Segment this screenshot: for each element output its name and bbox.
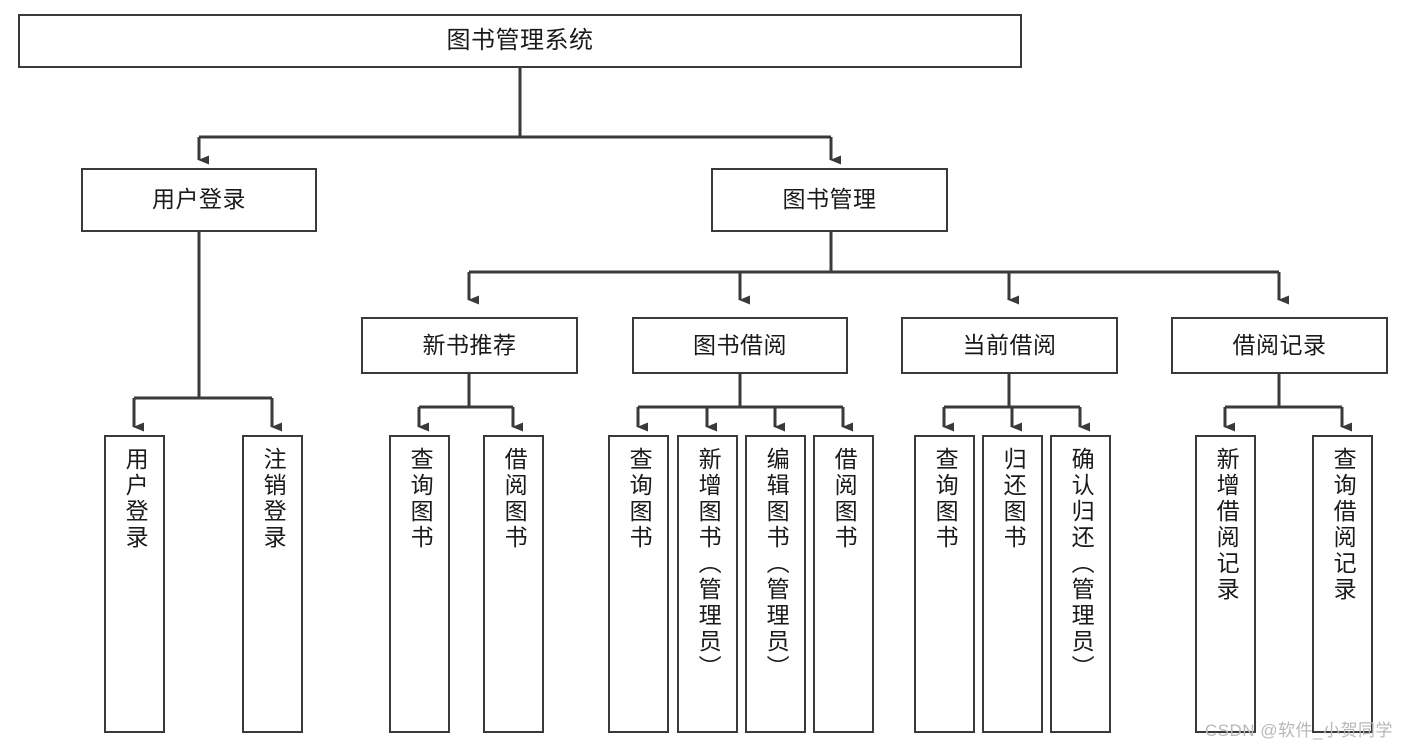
node-new-book-rec[interactable]: 新书推荐 (361, 317, 578, 374)
node-leaf-confirm-return[interactable]: 确认归还（管理员） (1050, 435, 1111, 733)
node-leaf-logout[interactable]: 注销登录 (242, 435, 303, 733)
node-leaf-logout-label: 注销登录 (260, 447, 287, 551)
node-current-borrow[interactable]: 当前借阅 (901, 317, 1118, 374)
node-leaf-return-book[interactable]: 归还图书 (982, 435, 1043, 733)
node-leaf-borrow-book[interactable]: 借阅图书 (813, 435, 874, 733)
node-book-borrow[interactable]: 图书借阅 (632, 317, 848, 374)
node-leaf-query-book-cur-label: 查询图书 (932, 447, 959, 551)
node-user-login-label: 用户登录 (152, 186, 246, 213)
node-leaf-user-login[interactable]: 用户登录 (104, 435, 165, 733)
node-current-borrow-label: 当前借阅 (962, 331, 1057, 358)
node-leaf-add-book[interactable]: 新增图书（管理员） (677, 435, 738, 733)
node-leaf-add-book-label: 新增图书（管理员） (695, 447, 722, 681)
node-leaf-query-book[interactable]: 查询图书 (608, 435, 669, 733)
node-leaf-borrow-book-label: 借阅图书 (831, 447, 858, 551)
node-leaf-add-record[interactable]: 新增借阅记录 (1195, 435, 1256, 733)
node-leaf-user-login-label: 用户登录 (122, 447, 149, 551)
node-leaf-confirm-return-label: 确认归还（管理员） (1068, 447, 1095, 681)
node-leaf-return-book-label: 归还图书 (1000, 447, 1027, 551)
node-leaf-add-record-label: 新增借阅记录 (1213, 447, 1240, 603)
node-leaf-borrow-book-rec-label: 借阅图书 (501, 447, 528, 551)
node-leaf-edit-book-label: 编辑图书（管理员） (763, 447, 790, 681)
node-book-manage-label: 图书管理 (782, 186, 877, 213)
node-root[interactable]: 图书管理系统 (18, 14, 1022, 68)
node-leaf-query-book-cur[interactable]: 查询图书 (914, 435, 975, 733)
node-leaf-query-book-rec-label: 查询图书 (407, 447, 434, 551)
node-leaf-query-record-label: 查询借阅记录 (1330, 447, 1357, 603)
node-leaf-borrow-book-rec[interactable]: 借阅图书 (483, 435, 544, 733)
node-book-manage[interactable]: 图书管理 (711, 168, 948, 232)
node-borrow-record[interactable]: 借阅记录 (1171, 317, 1388, 374)
node-leaf-query-book-label: 查询图书 (626, 447, 653, 551)
node-leaf-query-book-rec[interactable]: 查询图书 (389, 435, 450, 733)
watermark: CSDN @软件_小贺同学 (1204, 721, 1393, 740)
node-root-label: 图书管理系统 (446, 26, 594, 54)
node-leaf-query-record[interactable]: 查询借阅记录 (1312, 435, 1373, 733)
node-book-borrow-label: 图书借阅 (693, 331, 787, 358)
node-new-book-rec-label: 新书推荐 (422, 331, 517, 358)
node-leaf-edit-book[interactable]: 编辑图书（管理员） (745, 435, 806, 733)
node-user-login[interactable]: 用户登录 (81, 168, 317, 232)
node-borrow-record-label: 借阅记录 (1232, 331, 1327, 358)
